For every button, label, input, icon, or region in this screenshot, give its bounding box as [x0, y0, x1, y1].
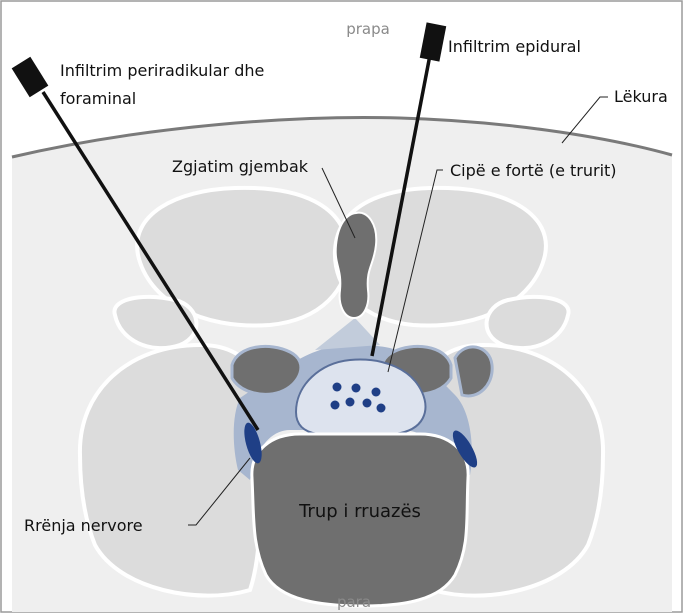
nerve-rootlet — [346, 398, 355, 407]
spinous-process-label: Zgjatim gjembak — [172, 157, 309, 176]
epidural-needle-hub — [420, 22, 447, 61]
left-lamina — [232, 346, 301, 394]
nerve-root-label: Rrënja nervore — [24, 516, 143, 535]
dura-label: Cipë e fortë (e trurit) — [450, 161, 617, 180]
nerve-rootlet — [377, 404, 386, 413]
epidural-label: Infiltrim epidural — [448, 37, 581, 56]
anterior-label: para — [337, 593, 371, 611]
periradicular-needle-hub — [12, 57, 49, 97]
nerve-rootlet — [372, 388, 381, 397]
periradicular-label-line2: foraminal — [60, 89, 136, 108]
skin-label: Lëkura — [614, 87, 668, 106]
posterior-label: prapa — [346, 20, 390, 38]
vertebral-body-label: Trup i rruazës — [298, 501, 421, 522]
nerve-rootlet — [331, 401, 340, 410]
nerve-rootlet — [352, 384, 361, 393]
nerve-rootlet — [363, 399, 372, 408]
nerve-rootlet — [333, 383, 342, 392]
periradicular-label-line1: Infiltrim periradikular dhe — [60, 61, 264, 80]
